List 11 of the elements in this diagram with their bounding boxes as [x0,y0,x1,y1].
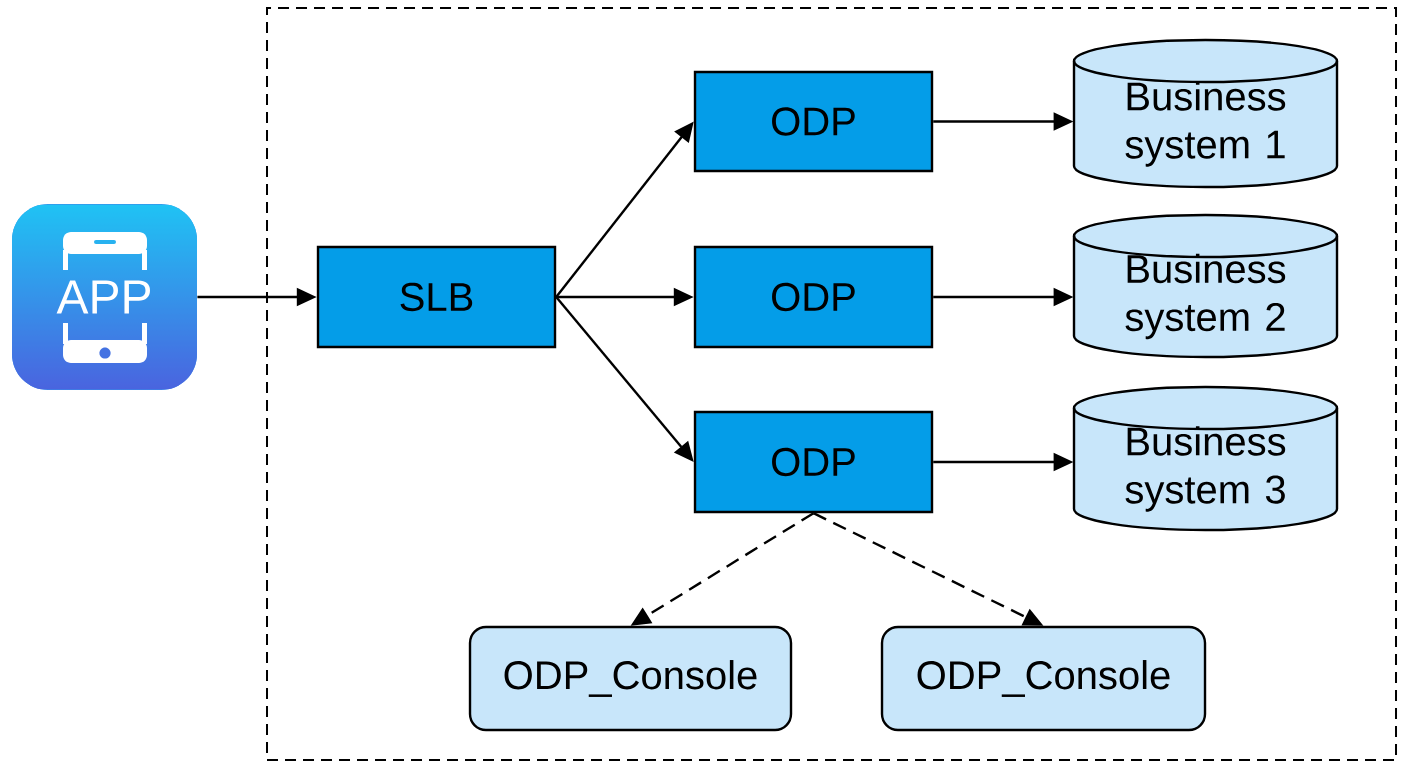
database-cylinder: Business system 2 [1072,213,1339,359]
process-box: ODP [693,410,934,514]
process-box: SLB [316,245,557,349]
app-label: APP [56,280,150,314]
process-box: ODP [693,245,934,349]
boundary-frame [266,7,1397,761]
database-cylinder: Business system 3 [1072,385,1339,532]
console-box: ODP_Console [468,625,793,732]
console-box: ODP_Console [880,625,1207,732]
database-cylinder: Business system 1 [1072,38,1339,189]
process-box: ODP [693,70,934,173]
